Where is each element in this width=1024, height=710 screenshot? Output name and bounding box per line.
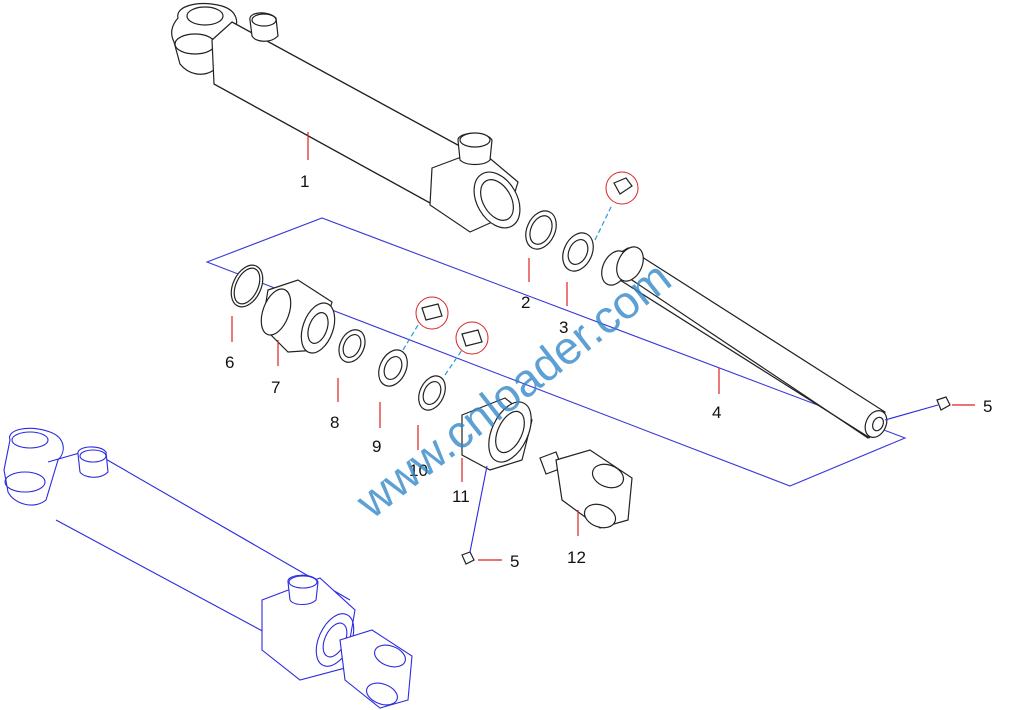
callout-9: 9 bbox=[372, 437, 381, 456]
callout-11: 11 bbox=[452, 487, 470, 506]
callout-7: 7 bbox=[271, 378, 280, 397]
ring-3 bbox=[562, 232, 594, 272]
gland-7 bbox=[260, 279, 336, 354]
piston-rod bbox=[601, 246, 888, 439]
callout-5-lower: 5 bbox=[510, 552, 519, 571]
callout-10: 10 bbox=[409, 461, 428, 480]
rod-clevis-12 bbox=[539, 449, 633, 529]
grease-fitting-upper bbox=[936, 396, 951, 411]
callout-8: 8 bbox=[330, 413, 339, 432]
cylinder-barrel bbox=[171, 3, 521, 233]
callout-6: 6 bbox=[225, 353, 234, 372]
ring-2 bbox=[525, 210, 557, 250]
callout-2: 2 bbox=[521, 293, 530, 312]
callout-5-upper: 5 bbox=[983, 397, 992, 416]
callout-4: 4 bbox=[712, 403, 721, 422]
rod-group-frame bbox=[205, 217, 907, 487]
callout-1: 1 bbox=[300, 172, 309, 191]
callout-3: 3 bbox=[559, 318, 568, 337]
collar-11 bbox=[461, 397, 533, 471]
assembled-cylinder-view bbox=[3, 427, 413, 709]
callout-12: 12 bbox=[567, 548, 586, 567]
grease-fitting-lower bbox=[461, 551, 475, 565]
